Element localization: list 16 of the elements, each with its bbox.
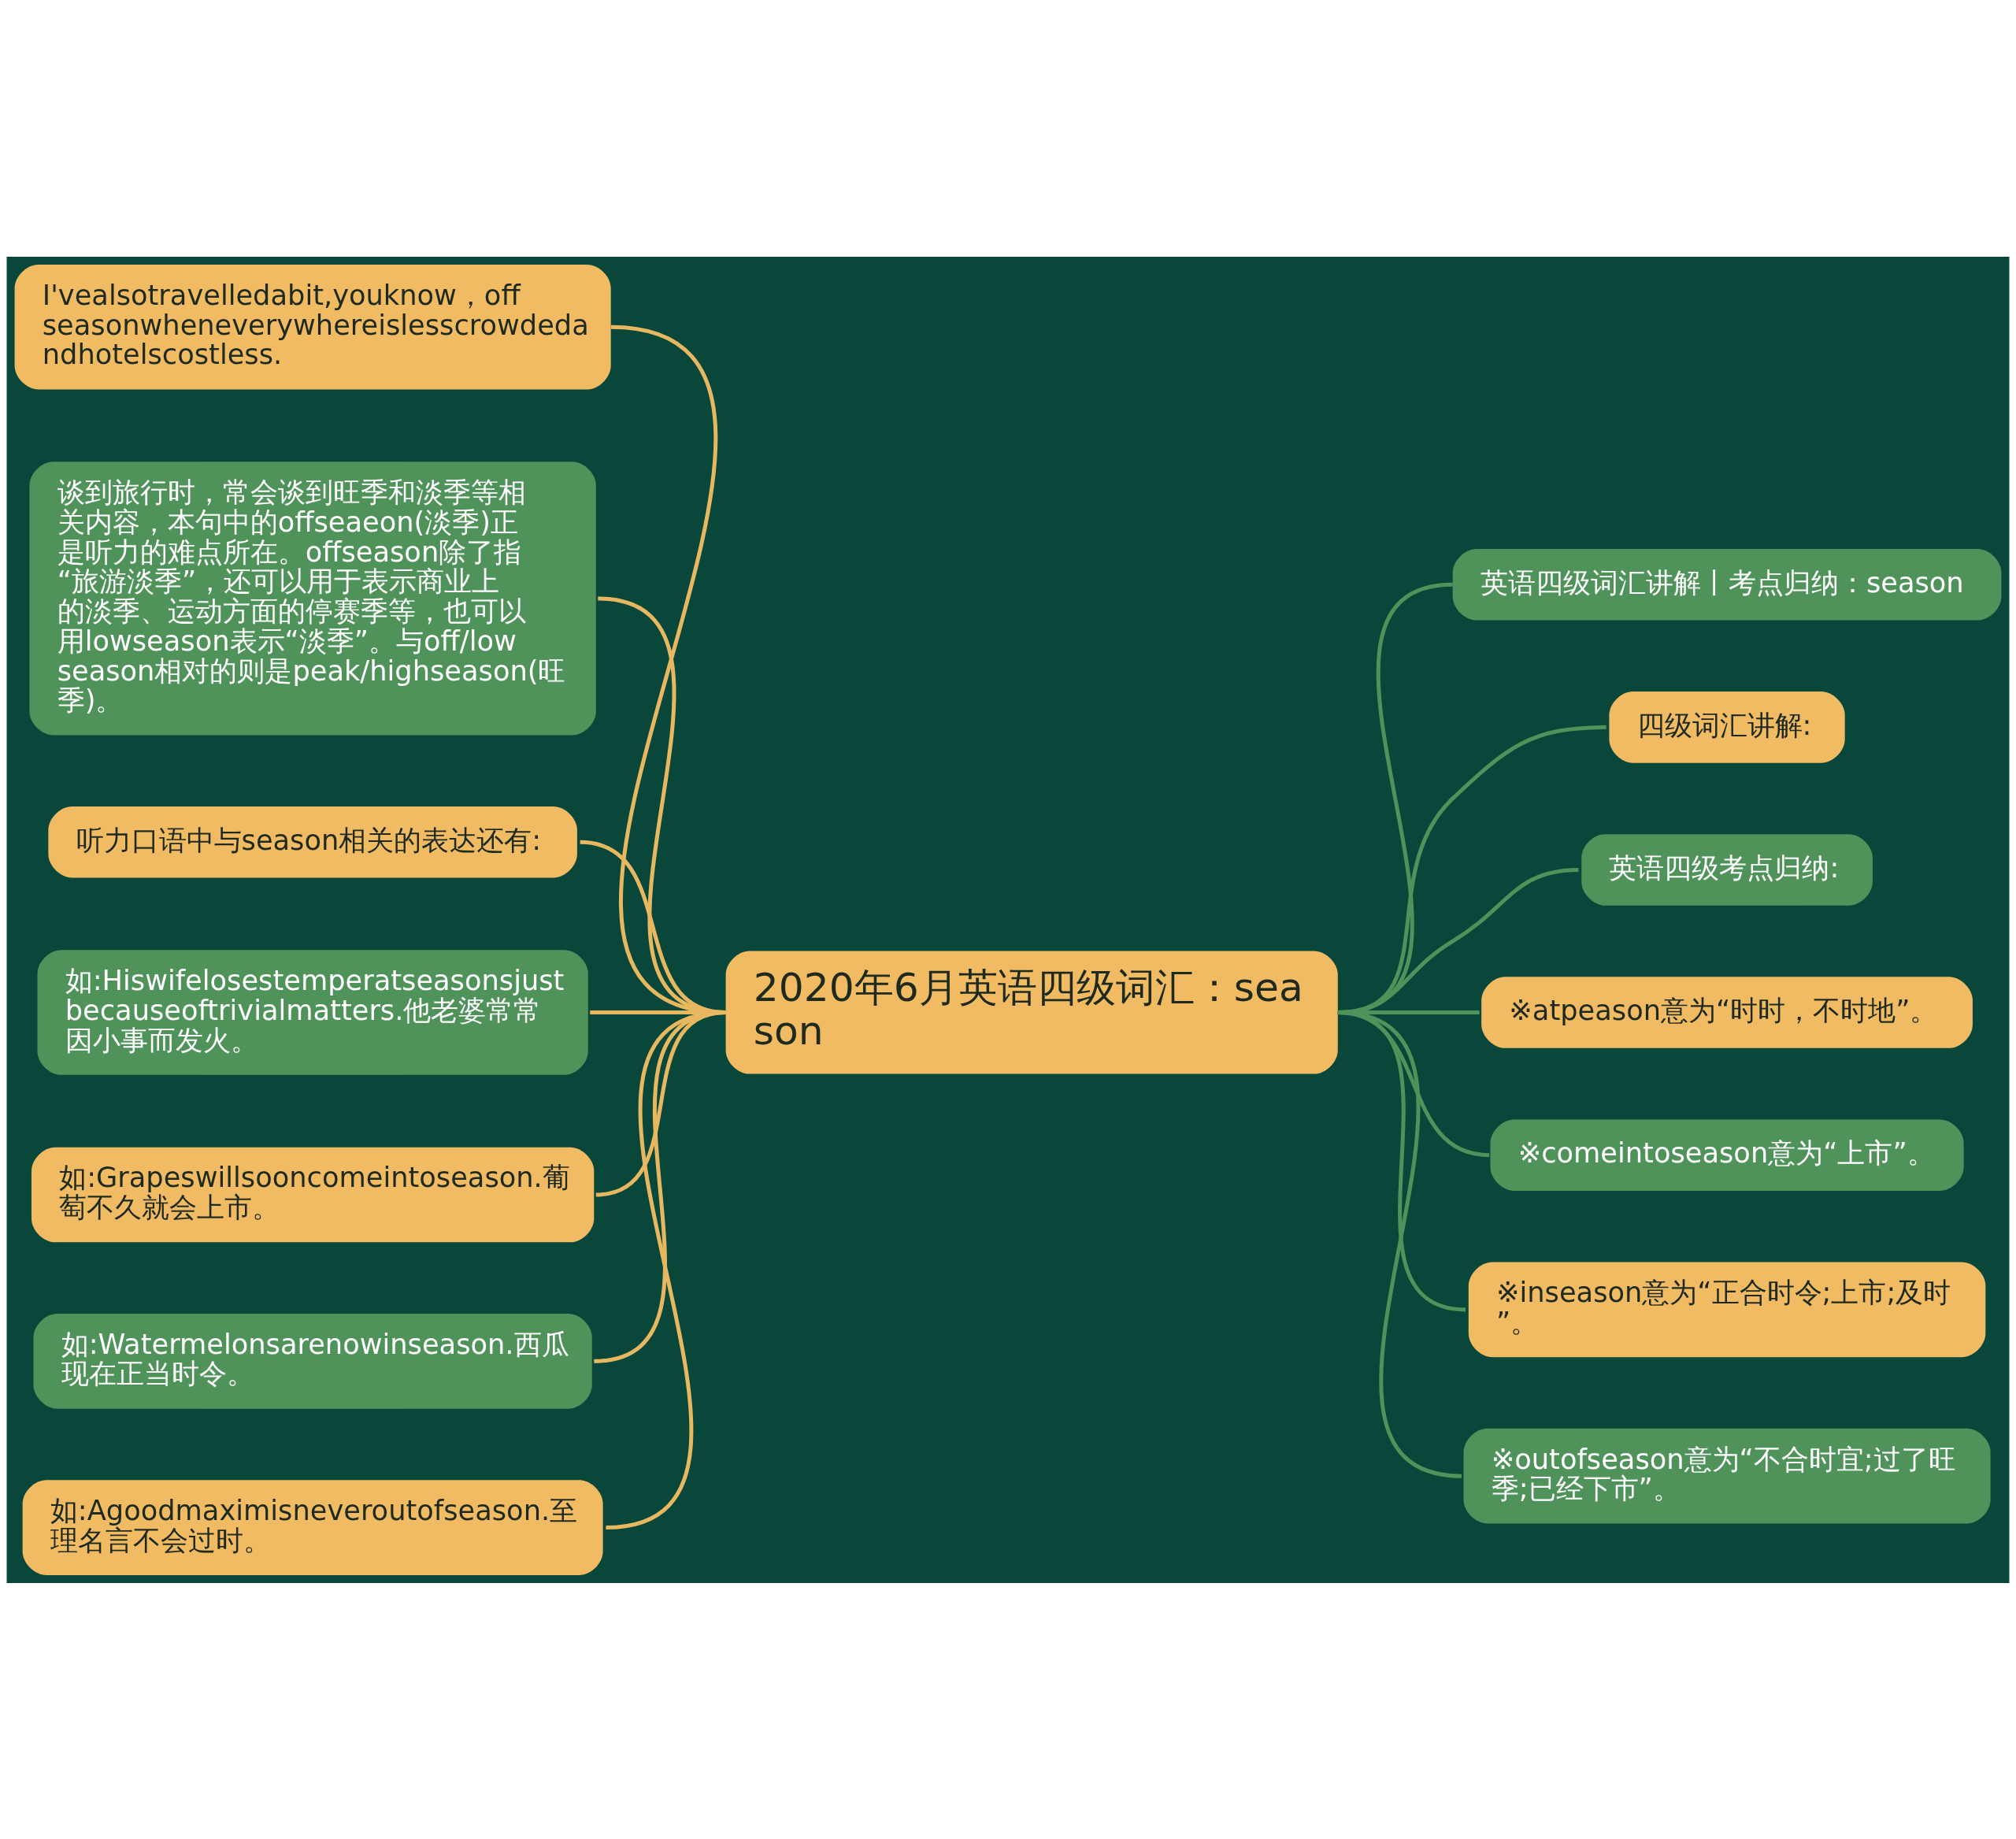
node-box: ※outofseason意为“不合时宜;过了旺季;已经下市”。 (1463, 1428, 1991, 1524)
node-box: I'vealsotravelledabit,youknow，offseasonwheneverywhereislesscrowdedandhotelscostless. (14, 264, 611, 390)
node-box: 英语四级考点归纳: (1581, 833, 1873, 906)
node-box: 英语四级词汇讲解丨考点归纳：season (1452, 548, 2002, 621)
node-box: 谈到旅行时，常会谈到旺季和淡季等相关内容，本句中的offseaeon(淡季)正是听力的难点所在。offseason除了指“旅游淡季”，还可以用于表示商业上的淡季、运动方面的停赛季等，也可以用lowseason表示“淡季”。与off/lowseason相对的则是peak/highseason(旺季)。 (29, 461, 596, 735)
node-box: ※atpeason意为“时时，不时地”。 (1481, 976, 1973, 1048)
node-box: ※inseason意为“正合时令;上市;及时”。 (1468, 1262, 1986, 1357)
connector (1337, 1010, 1462, 1478)
node-box: ※comeintoseason意为“上市”。 (1490, 1118, 1964, 1191)
node-box: 如:Watermelonsarenowinseason.西瓜现在正当时令。 (33, 1313, 592, 1409)
node-box: 如:Grapeswillsooncomeintoseason.葡萄不久就会上市。 (31, 1147, 595, 1242)
node-box: 听力口语中与season相关的表达还有: (48, 806, 577, 878)
node-box: 如:Agoodmaximisneveroutofseason.至理名言不会过时。 (22, 1479, 603, 1575)
node-box: 2020年6月英语四级词汇：season (725, 951, 1338, 1074)
node-box: 如:Hiswifelosestemperatseasonsjustbecauseoftrivialmatters.他老婆常常因小事而发火。 (37, 949, 588, 1075)
node-box: 四级词汇讲解: (1609, 691, 1845, 763)
